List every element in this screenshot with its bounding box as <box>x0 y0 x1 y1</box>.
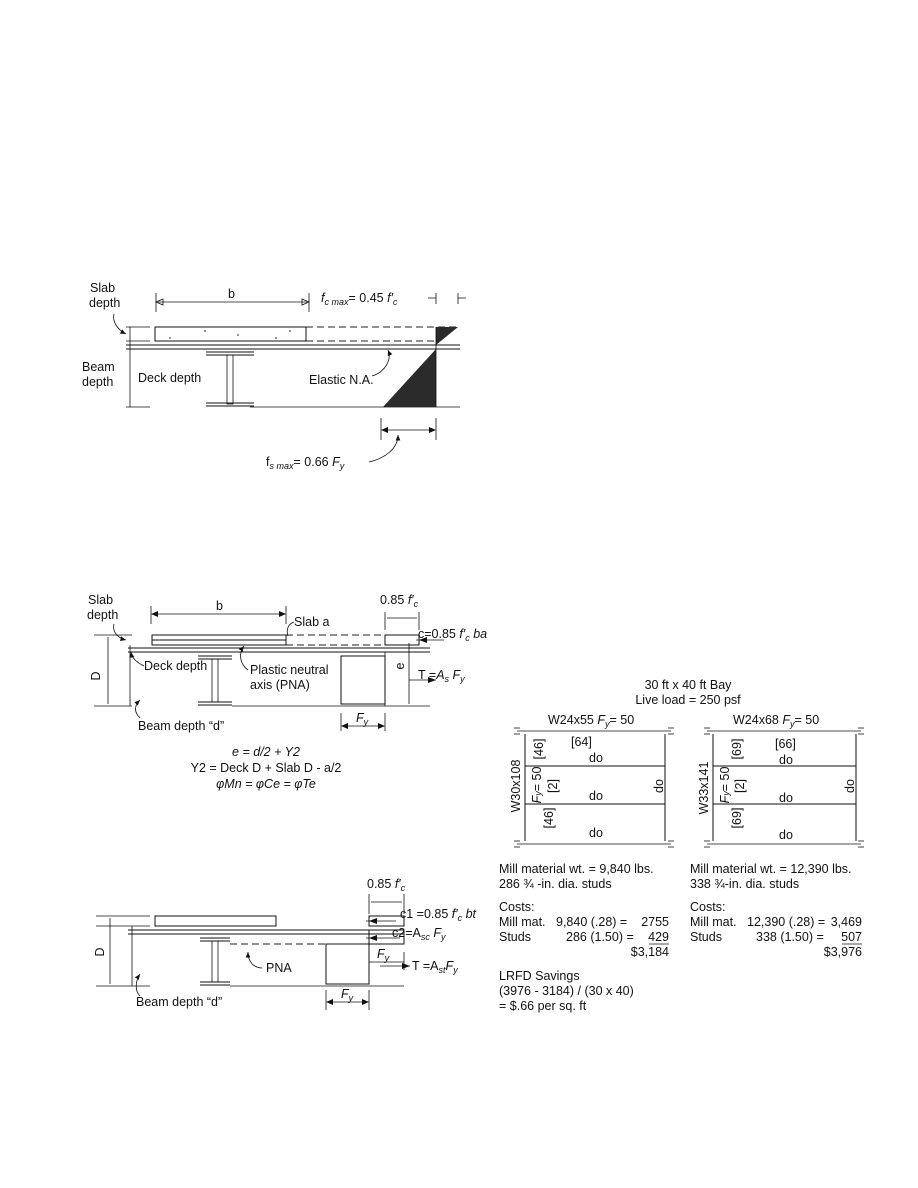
right-girder-label: W33x141 <box>697 762 711 815</box>
right-girder-fy: Fy= 50 <box>718 767 732 804</box>
left-stud-0: [46] <box>532 739 546 760</box>
lrfd-savings: LRFD Savings (3976 - 3184) / (30 x 40) =… <box>499 969 634 1013</box>
Fy-local-label: Fy <box>377 947 390 963</box>
right-stud-3: [69] <box>730 808 744 829</box>
right-do-3: do <box>779 828 793 842</box>
left-girder-label: W30x108 <box>509 760 523 813</box>
c1-label: c1 =0.85 f′c bt <box>400 907 477 923</box>
right-costs-head: Costs: <box>690 900 725 914</box>
left-do-2: do <box>652 779 666 793</box>
elastic-na-label: Elastic N.A. <box>309 373 374 387</box>
savings-head: LRFD Savings <box>499 969 580 983</box>
left-cost-row-0-calc: 9,840 (.28) = <box>556 915 627 929</box>
plastic-section-steel-diagram: 0.85 f′c D PNA c1 =0.85 f′c bt c2= <box>93 877 477 1010</box>
left-beam-label: W24x55 Fy= 50 <box>548 713 634 729</box>
beam-depth-d-label-3: Beam depth “d” <box>136 995 222 1009</box>
pna-label-3: PNA <box>266 961 292 975</box>
right-stud-2: [2] <box>733 779 747 793</box>
c-force-label: c=0.85 f′c ba <box>418 627 487 643</box>
right-studs: 338 ¾-in. dia. studs <box>690 877 799 891</box>
equation-2: Y2 = Deck D + Slab D - a/2 <box>191 761 342 775</box>
right-cost-row-0-value: 3,469 <box>831 915 862 929</box>
right-do-1: do <box>779 791 793 805</box>
e-label: e <box>393 662 407 669</box>
equation-1: e = d/2 + Y2 <box>232 745 300 759</box>
right-cost-row-0-calc: 12,390 (.28) = <box>747 915 825 929</box>
deck-depth-label: Deck depth <box>138 371 201 385</box>
right-do-2: do <box>843 779 857 793</box>
right-cost-row-1-value: 507 <box>841 930 862 944</box>
left-cost-row-1-calc: 286 (1.50) = <box>566 930 634 944</box>
right-do-0: do <box>779 753 793 767</box>
left-mill-weight: Mill material wt. = 9,840 lbs. <box>499 862 654 876</box>
right-cost-row-1-calc: 338 (1.50) = <box>756 930 824 944</box>
top-stress-label: 0.85 f′c <box>380 593 419 609</box>
right-costs: Mill material wt. = 12,390 lbs. 338 ¾-in… <box>690 862 862 959</box>
T-label-3: T =AstFy <box>412 959 458 975</box>
bay-comparison: 30 ft x 40 ft Bay Live load = 250 psf W2… <box>499 678 864 1013</box>
left-studs: 286 ¾ -in. dia. studs <box>499 877 612 891</box>
equation-3: φMn = φCe = φTe <box>216 777 316 791</box>
b-label: b <box>228 287 235 301</box>
right-total: $3,976 <box>824 945 862 959</box>
T-force-label: T =As Fy <box>418 668 465 684</box>
fs-max-label: fs max= 0.66 Fy <box>266 455 345 471</box>
left-cost-row-1-value: 429 <box>648 930 669 944</box>
D-label: D <box>89 671 103 680</box>
left-do-0: do <box>589 751 603 765</box>
left-cost-row-0-value: 2755 <box>641 915 669 929</box>
bay-title: 30 ft x 40 ft Bay <box>645 678 733 692</box>
savings-formula: (3976 - 3184) / (30 x 40) <box>499 984 634 998</box>
right-stud-1: [66] <box>775 737 796 751</box>
D-label-3: D <box>93 947 107 956</box>
left-stud-3: [46] <box>542 808 556 829</box>
left-cost-row-1-label: Studs <box>499 930 531 944</box>
bay-live-load: Live load = 250 psf <box>635 693 741 707</box>
right-cost-row-1-label: Studs <box>690 930 722 944</box>
left-cost-row-0-label: Mill mat. <box>499 915 546 929</box>
beam-depth-d-label: Beam depth “d” <box>138 719 224 733</box>
left-total: $3,184 <box>631 945 669 959</box>
left-stud-1: [64] <box>571 735 592 749</box>
top-stress-label-3: 0.85 f′c <box>367 877 406 893</box>
fc-max-label: fc max= 0.45 f′c <box>321 291 398 307</box>
b-label-2: b <box>216 599 223 613</box>
left-stud-2: [2] <box>546 779 560 793</box>
deck-depth-label-2: Deck depth <box>144 659 207 673</box>
right-cost-row-0-label: Mill mat. <box>690 915 737 929</box>
left-costs-head: Costs: <box>499 900 534 914</box>
left-do-3: do <box>589 826 603 840</box>
left-bay-plan: W24x55 Fy= 50 W30x108 Fy= 50 [46] [64] d… <box>509 713 674 848</box>
left-do-1: do <box>589 789 603 803</box>
right-stud-0: [69] <box>730 739 744 760</box>
savings-result: = $.66 per sq. ft <box>499 999 587 1013</box>
Fy-dim-label: Fy <box>356 711 369 727</box>
right-beam-label: W24x68 Fy= 50 <box>733 713 819 729</box>
left-costs: Mill material wt. = 9,840 lbs. 286 ¾ -in… <box>499 862 669 959</box>
c2-label: c2=Asc Fy <box>392 926 446 942</box>
right-mill-weight: Mill material wt. = 12,390 lbs. <box>690 862 852 876</box>
slab-a-label: Slab a <box>294 615 329 629</box>
left-girder-fy: Fy= 50 <box>530 767 544 804</box>
Fy-dim-label-3: Fy <box>341 987 354 1003</box>
right-bay-plan: W24x68 Fy= 50 W33x141 Fy= 50 [69] [66] d… <box>697 713 864 848</box>
